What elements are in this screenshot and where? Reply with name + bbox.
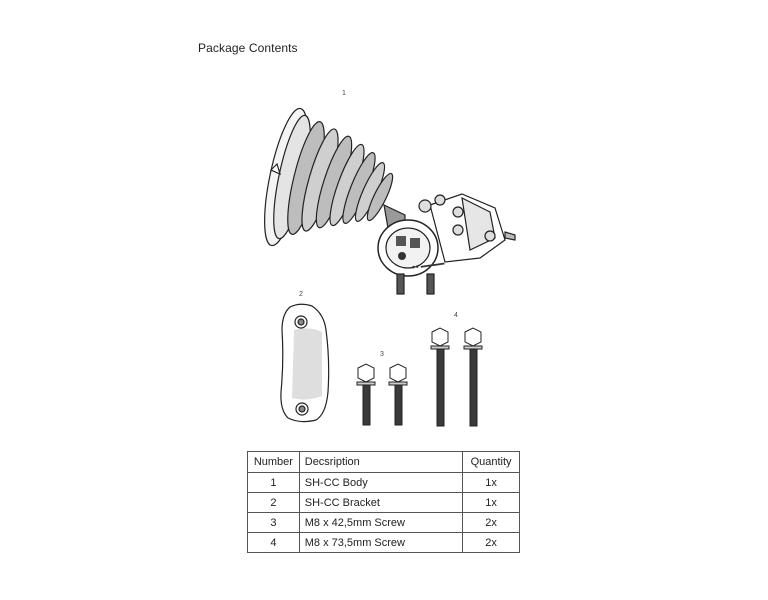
long-screws-drawing [430,327,483,427]
row-quantity: 1x [462,472,520,493]
table-row: 1 SH-CC Body 1x [247,472,520,493]
row-description: SH-CC Bracket [298,492,464,513]
package-contents-table: Number Decsription Quantity 1 SH-CC Body… [247,451,520,553]
table-header-row: Number Decsription Quantity [247,451,520,473]
callout-2: 2 [299,291,303,298]
sh-cc-bracket-drawing [280,303,330,423]
row-description: M8 x 73,5mm Screw [298,532,464,553]
short-screws-drawing [356,363,408,426]
table-row: 3 M8 x 42,5mm Screw 2x [247,512,520,533]
row-description: M8 x 42,5mm Screw [298,512,464,533]
sh-cc-body-drawing: ●● ▬▬▬▬ [264,107,516,295]
row-number: 4 [247,532,300,553]
svg-text:●● ▬▬▬▬: ●● ▬▬▬▬ [411,260,444,271]
page-title: Package Contents [198,41,298,55]
callout-1: 1 [342,90,346,97]
callout-4: 4 [454,312,458,319]
table-row: 2 SH-CC Bracket 1x [247,492,520,513]
row-quantity: 2x [462,512,520,533]
table-row: 4 M8 x 73,5mm Screw 2x [247,532,520,553]
row-number: 2 [247,492,300,513]
header-quantity: Quantity [462,451,520,473]
header-description: Decsription [298,451,464,473]
row-quantity: 1x [462,492,520,513]
package-contents-illustration: 1 2 3 4 ●● ▬▬▬▬ [264,90,516,427]
row-description: SH-CC Body [298,472,464,493]
row-quantity: 2x [462,532,520,553]
header-number: Number [247,451,300,473]
row-number: 1 [247,472,300,493]
row-number: 3 [247,512,300,533]
callout-3: 3 [380,351,384,358]
